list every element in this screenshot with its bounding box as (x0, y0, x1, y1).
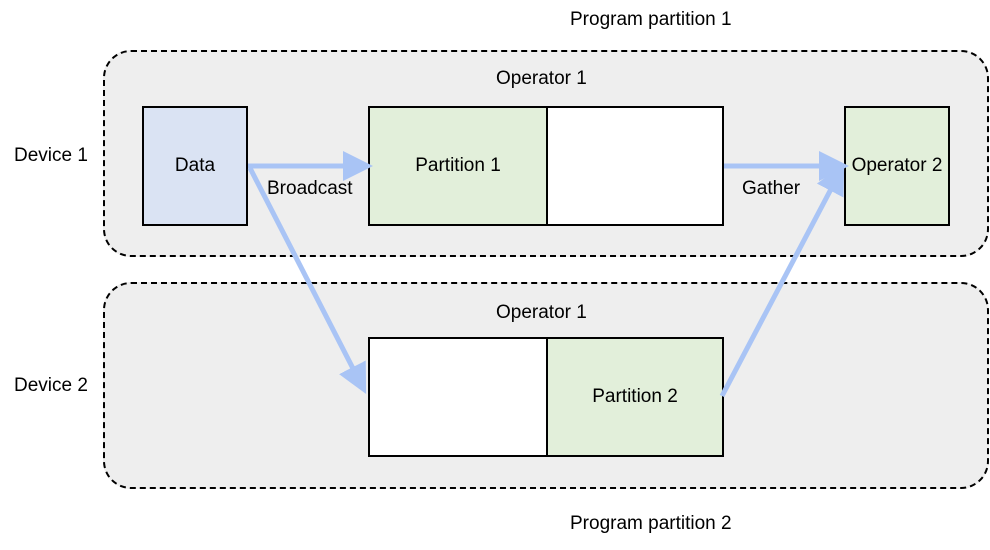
partition-1-block: Partition 1 (368, 106, 548, 226)
gather-label: Gather (742, 178, 801, 199)
operator-1-label-device-1: Operator 1 (496, 68, 587, 89)
operator-2-block: Operator 2 (844, 106, 950, 226)
partition-1-label: Partition 1 (415, 155, 501, 176)
program-partition-2-label: Program partition 2 (570, 513, 732, 534)
device-2-empty-partition (368, 337, 548, 457)
data-block: Data (142, 106, 248, 226)
broadcast-label: Broadcast (267, 178, 353, 199)
device-1-empty-partition (546, 106, 724, 226)
program-partition-1-label: Program partition 1 (570, 9, 732, 30)
operator-2-label: Operator 2 (851, 155, 943, 176)
partition-2-block: Partition 2 (546, 337, 724, 457)
device-2-label: Device 2 (14, 375, 88, 396)
partition-2-label: Partition 2 (592, 386, 678, 407)
data-block-label: Data (174, 155, 216, 176)
device-1-label: Device 1 (14, 145, 88, 166)
operator-1-label-device-2: Operator 1 (496, 302, 587, 323)
